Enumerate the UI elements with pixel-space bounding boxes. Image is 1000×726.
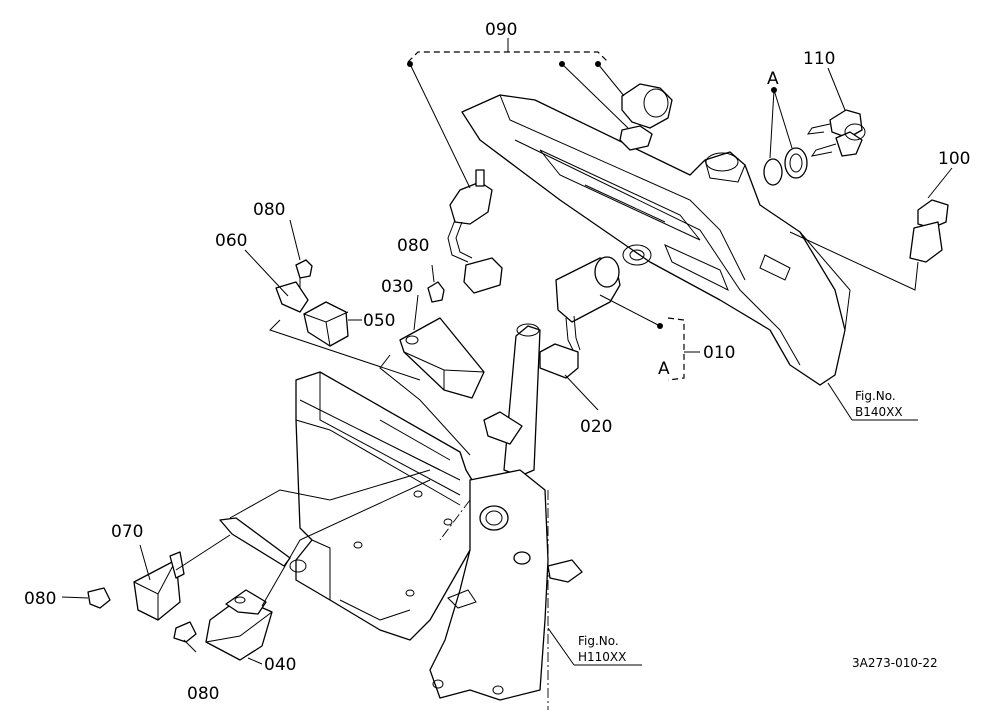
part-040-cover [173, 479, 431, 665]
callout-070: 070 [111, 522, 143, 542]
callout-100: 100 [938, 149, 970, 169]
reference-b140-line2: B140XX [855, 405, 903, 419]
reference-h110-line2: H110XX [578, 650, 626, 664]
reference-h110-line1: Fig.No. [578, 634, 619, 648]
callout-080-top: 080 [253, 200, 285, 220]
callout-080-left: 080 [24, 589, 56, 609]
reference-b140-line1: Fig.No. [855, 389, 896, 403]
callout-080-mid: 080 [397, 236, 429, 256]
callout-110: 110 [803, 49, 835, 69]
callout-080-bottom: 080 [187, 684, 219, 704]
part-010-solenoid [539, 256, 700, 411]
drawing-code: 3A273-010-22 [852, 656, 938, 670]
part-050-060-group [244, 219, 421, 381]
dashboard-panel [461, 94, 851, 386]
part-090-group [407, 38, 673, 294]
part-100-switch [789, 167, 953, 291]
marker-a-top: A [767, 69, 779, 89]
callout-090: 090 [485, 20, 517, 40]
callout-010: 010 [703, 343, 735, 363]
callout-050: 050 [363, 311, 395, 331]
callout-060: 060 [215, 231, 247, 251]
part-070-relay [61, 469, 431, 621]
marker-a-bottom: A [658, 359, 670, 379]
main-bracket-frame [289, 323, 583, 710]
callout-020: 020 [580, 417, 612, 437]
callout-030: 030 [381, 277, 413, 297]
callout-040: 040 [264, 655, 296, 675]
part-030-group [379, 264, 485, 456]
part-110-keys [763, 67, 866, 186]
